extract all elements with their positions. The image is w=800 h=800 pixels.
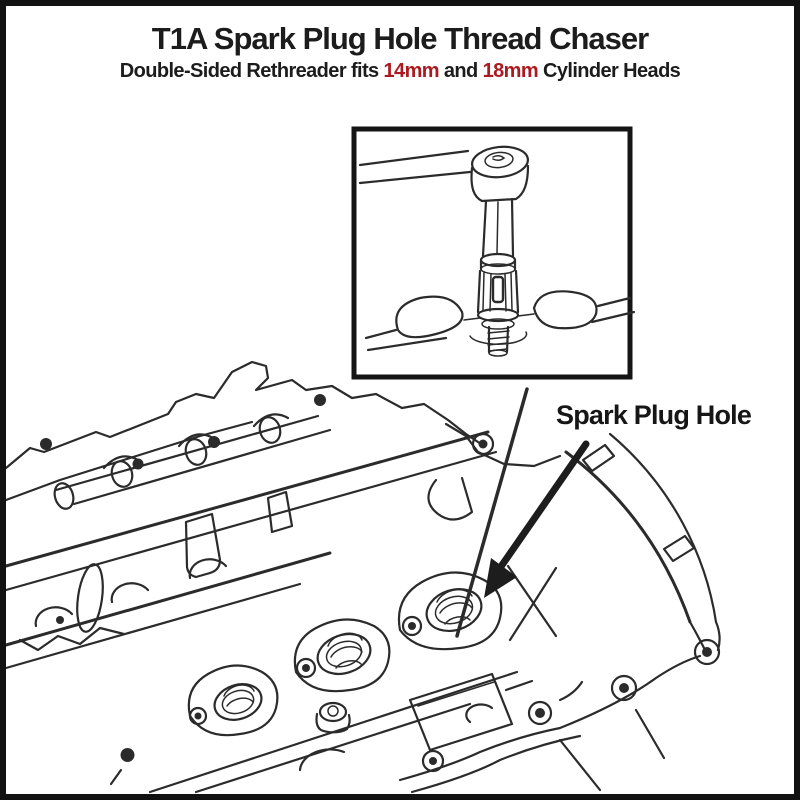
size-18mm: 18mm xyxy=(482,60,539,83)
inset-box xyxy=(351,126,636,380)
subtitle-prefix: Double-Sided Rethreader fits xyxy=(119,60,384,83)
subtitle-suffix: Cylinder Heads xyxy=(538,60,681,83)
bolt-head xyxy=(314,394,326,406)
spark-plug-boss xyxy=(293,618,391,693)
callout-arrow xyxy=(484,440,590,598)
spark-plug-hole-label: Spark Plug Hole xyxy=(556,400,752,430)
engine-head-drawing xyxy=(4,360,721,794)
tool-shaft-line xyxy=(455,387,529,638)
spark-plug-hole-boss xyxy=(397,571,503,651)
size-14mm: 14mm xyxy=(383,60,440,83)
subtitle: Double-Sided Rethreader fits 14mm and 18… xyxy=(0,60,800,83)
header: T1A Spark Plug Hole Thread Chaser Double… xyxy=(0,21,800,83)
page-title: T1A Spark Plug Hole Thread Chaser xyxy=(151,21,649,56)
subtitle-conjunction: and xyxy=(438,60,483,83)
bolt-head xyxy=(40,438,52,450)
bolt-head xyxy=(132,458,144,470)
bolt-head xyxy=(208,436,220,448)
grommet xyxy=(315,701,351,734)
spark-plug-boss xyxy=(187,664,279,737)
ratchet-thread-chaser-drawing xyxy=(358,145,636,357)
